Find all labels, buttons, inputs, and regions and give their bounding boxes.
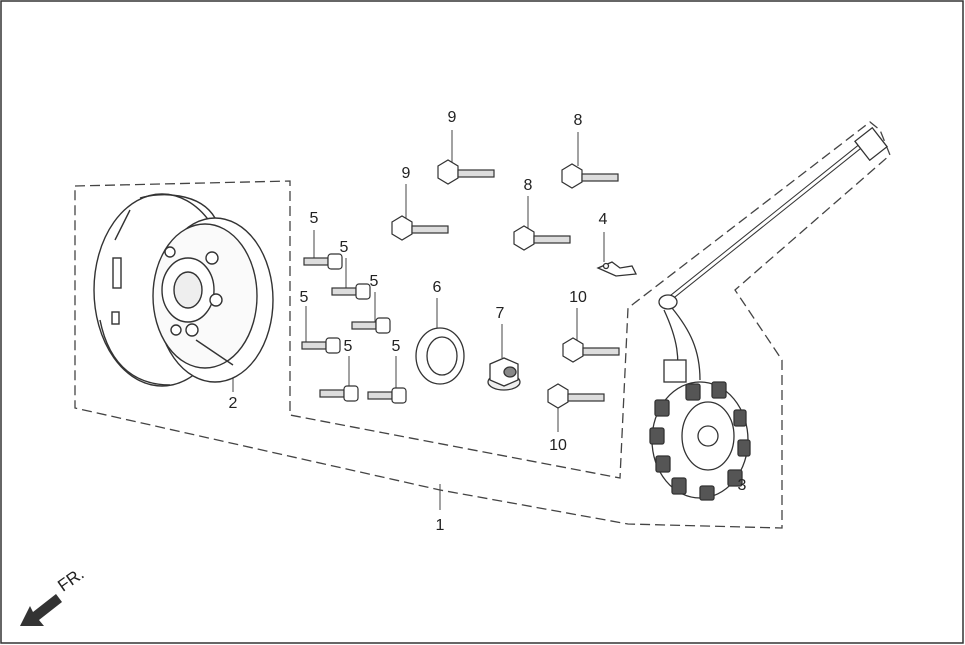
part-label-5b: 5 xyxy=(339,239,349,256)
nut-drawing xyxy=(487,357,521,391)
part-label-7: 7 xyxy=(495,305,505,322)
part-label-8b: 8 xyxy=(523,177,533,194)
front-arrow-icon xyxy=(20,594,62,626)
part-label-9b: 9 xyxy=(401,165,411,182)
part-label-3: 3 xyxy=(737,477,747,494)
part-label-5d: 5 xyxy=(299,289,309,306)
part-label-4: 4 xyxy=(598,211,608,228)
part-label-8a: 8 xyxy=(573,112,583,129)
part-label-5a: 5 xyxy=(309,210,319,227)
part-label-10b: 10 xyxy=(549,437,567,454)
stator-drawing xyxy=(649,126,888,501)
assembly-outline xyxy=(74,121,891,529)
bolts-drawing xyxy=(301,159,620,409)
flywheel-rotor-drawing xyxy=(93,193,274,387)
washer-drawing xyxy=(415,327,465,385)
clip-drawing xyxy=(596,261,638,277)
leader-lines xyxy=(232,130,742,510)
part-label-6: 6 xyxy=(432,279,442,296)
part-label-2: 2 xyxy=(228,395,238,412)
part-label-5e: 5 xyxy=(343,338,353,355)
part-label-5c: 5 xyxy=(369,273,379,290)
part-label-9a: 9 xyxy=(447,109,457,126)
part-label-1: 1 xyxy=(435,517,445,534)
part-label-5f: 5 xyxy=(391,338,401,355)
part-label-10a: 10 xyxy=(569,289,587,306)
